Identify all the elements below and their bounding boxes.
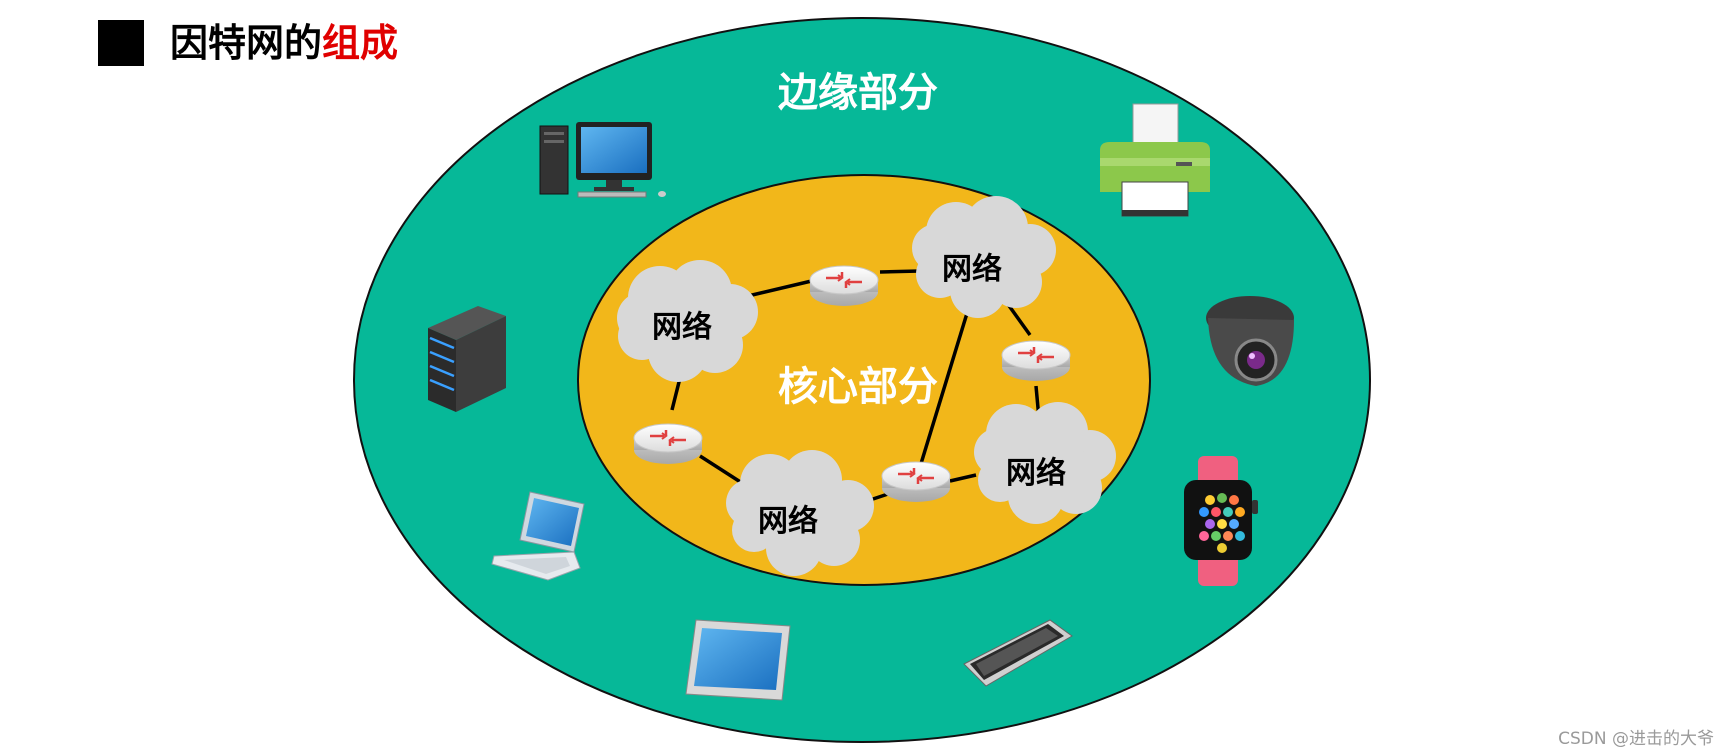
- router-1: [809, 265, 879, 306]
- desktop-computer-icon: [539, 122, 666, 198]
- core-part-label: 核心部分: [778, 364, 938, 410]
- server-icon: [428, 306, 506, 412]
- network-cloud-4: [726, 450, 874, 576]
- smartphone-icon: [963, 619, 1073, 687]
- router-4: [881, 461, 951, 502]
- tablet-icon: [685, 619, 791, 701]
- network-label-1: 网络: [652, 310, 712, 345]
- title-square-icon: [98, 20, 144, 66]
- network-cloud-3: [974, 402, 1116, 524]
- page-title: 因特网的组成: [170, 21, 399, 65]
- network-label-3: 网络: [1006, 456, 1066, 491]
- router-3: [633, 423, 703, 464]
- network-cloud-1: [617, 260, 758, 382]
- network-label-4: 网络: [758, 504, 818, 539]
- edge-part-label: 边缘部分: [778, 70, 938, 116]
- laptop-icon: [491, 491, 585, 581]
- network-cloud-2: [912, 196, 1056, 318]
- printer-icon: [1100, 103, 1210, 217]
- watermark: CSDN @进击的大爷: [1558, 729, 1714, 749]
- smartwatch-icon: [1184, 456, 1258, 586]
- security-camera-icon: [1206, 296, 1294, 386]
- network-label-2: 网络: [942, 252, 1002, 287]
- router-2: [1001, 340, 1071, 381]
